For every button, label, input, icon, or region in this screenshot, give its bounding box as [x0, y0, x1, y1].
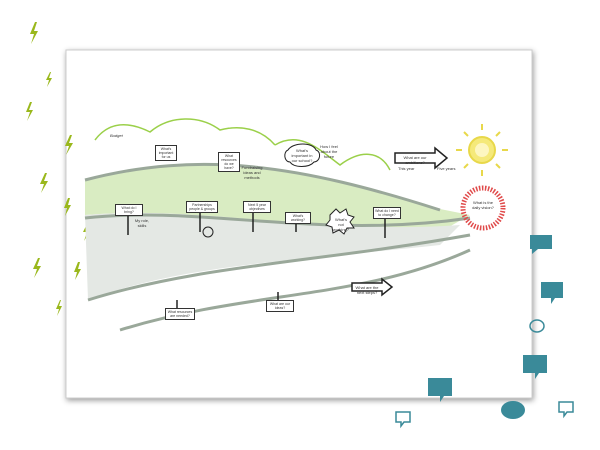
fundraising-label: Fundraising ideas and methods — [241, 165, 263, 180]
budget-label: Budget — [110, 133, 123, 138]
how-feel-label: How I feel about the future — [320, 144, 338, 159]
speech-bubble-outline-icons — [395, 319, 574, 429]
change-sign: What do I need to change? — [373, 207, 401, 219]
ambitions-arrow — [394, 146, 449, 170]
not-working-label: What's not working? — [332, 217, 349, 232]
cloud-outline — [274, 139, 391, 171]
wheelchair-icon — [202, 226, 214, 238]
this-year-label: This year — [398, 166, 415, 171]
needed-sign: What resources are needed? — [165, 308, 195, 320]
next-steps-label: What are the next steps? — [355, 285, 379, 295]
speech-bubble-icons — [428, 235, 563, 419]
cloud-outline — [94, 118, 276, 146]
spiky-bubble — [325, 208, 355, 235]
thought-cloud — [284, 143, 321, 167]
target-circle — [460, 185, 506, 231]
resources-sign: What resources do we have? — [218, 152, 240, 172]
vision-label: What is the daily vision? — [472, 200, 494, 210]
next-steps-arrow — [351, 277, 394, 297]
my-role-label: My role, skills — [134, 218, 150, 228]
five-years-label: Five years — [437, 166, 456, 171]
partnerships-sign: Partnerships people & groups — [186, 201, 218, 213]
sun-icon — [456, 124, 508, 176]
ambitions-label: What are our ambitions? — [403, 155, 427, 165]
cloud-label: What's important in our school? — [291, 148, 313, 163]
doing-sign: What do I bring? — [115, 204, 143, 216]
road-line — [87, 233, 471, 302]
ideas-sign: What are our ideas? — [266, 300, 294, 312]
objectives-sign: Next 5 year objectives — [243, 201, 271, 213]
important-sign: What's important for us — [155, 145, 177, 161]
working-sign: What's working? — [285, 212, 311, 224]
grey-band — [85, 212, 460, 300]
road-line — [84, 162, 441, 212]
